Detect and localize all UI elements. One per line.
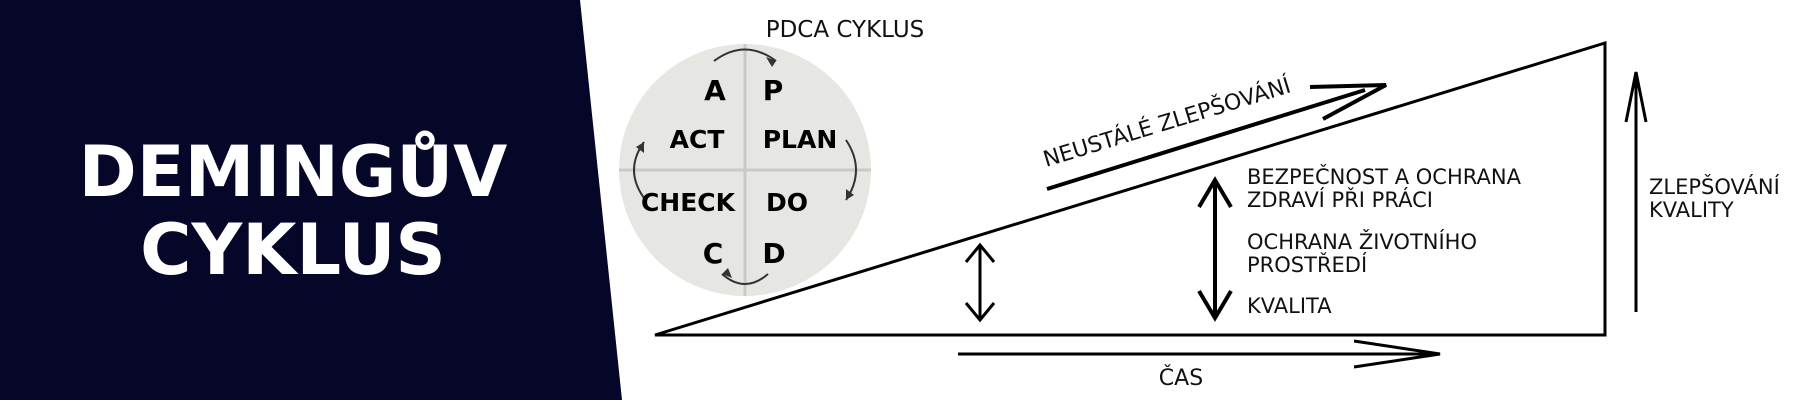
title-panel	[0, 0, 622, 400]
pdca-a-letter: A	[704, 74, 726, 107]
cycle-arrowheads-icon	[636, 57, 854, 278]
quality-area-label: KVALITA	[1247, 294, 1332, 318]
improvement-triangle	[654, 40, 1607, 337]
pdca-c-letter: C	[703, 237, 724, 270]
quality-label-line-2: KVALITY	[1649, 198, 1734, 222]
environment-label-line-1: OCHRANA ŽIVOTNÍHO	[1247, 229, 1477, 254]
title-line-2: CYKLUS	[140, 209, 446, 291]
pdca-label: PDCA CYKLUS	[766, 17, 925, 43]
environment-label-line-2: PROSTŘEDÍ	[1247, 252, 1367, 277]
pdca-d-letter: D	[762, 237, 785, 270]
title-line-1: DEMINGŮV	[79, 131, 508, 213]
time-label: ČAS	[1159, 365, 1203, 391]
pdca-check-label: CHECK	[641, 188, 737, 217]
improvement-arrow-icon	[1046, 83, 1387, 191]
pdca-act-label: ACT	[670, 125, 725, 154]
small-double-arrow-icon	[964, 242, 996, 323]
pdca-p-letter: P	[763, 74, 784, 107]
area-labels: BEZPEČNOST A OCHRANA ZDRAVÍ PŘI PRÁCI OC…	[1247, 164, 1522, 318]
time-arrow-icon	[958, 339, 1441, 369]
pdca-quadrant-labels: A P ACT PLAN CHECK DO C D	[641, 74, 837, 270]
pdca-do-label: DO	[766, 188, 808, 217]
pdca-plan-label: PLAN	[763, 125, 838, 154]
quality-label-line-1: ZLEPŠOVÁNÍ	[1649, 174, 1780, 199]
safety-label-line-1: BEZPEČNOST A OCHRANA	[1247, 164, 1522, 189]
large-double-arrow-icon	[1197, 176, 1233, 322]
pdca-circle	[619, 44, 871, 296]
safety-label-line-2: ZDRAVÍ PŘI PRÁCI	[1247, 187, 1433, 212]
quality-arrow-icon	[1624, 71, 1648, 312]
